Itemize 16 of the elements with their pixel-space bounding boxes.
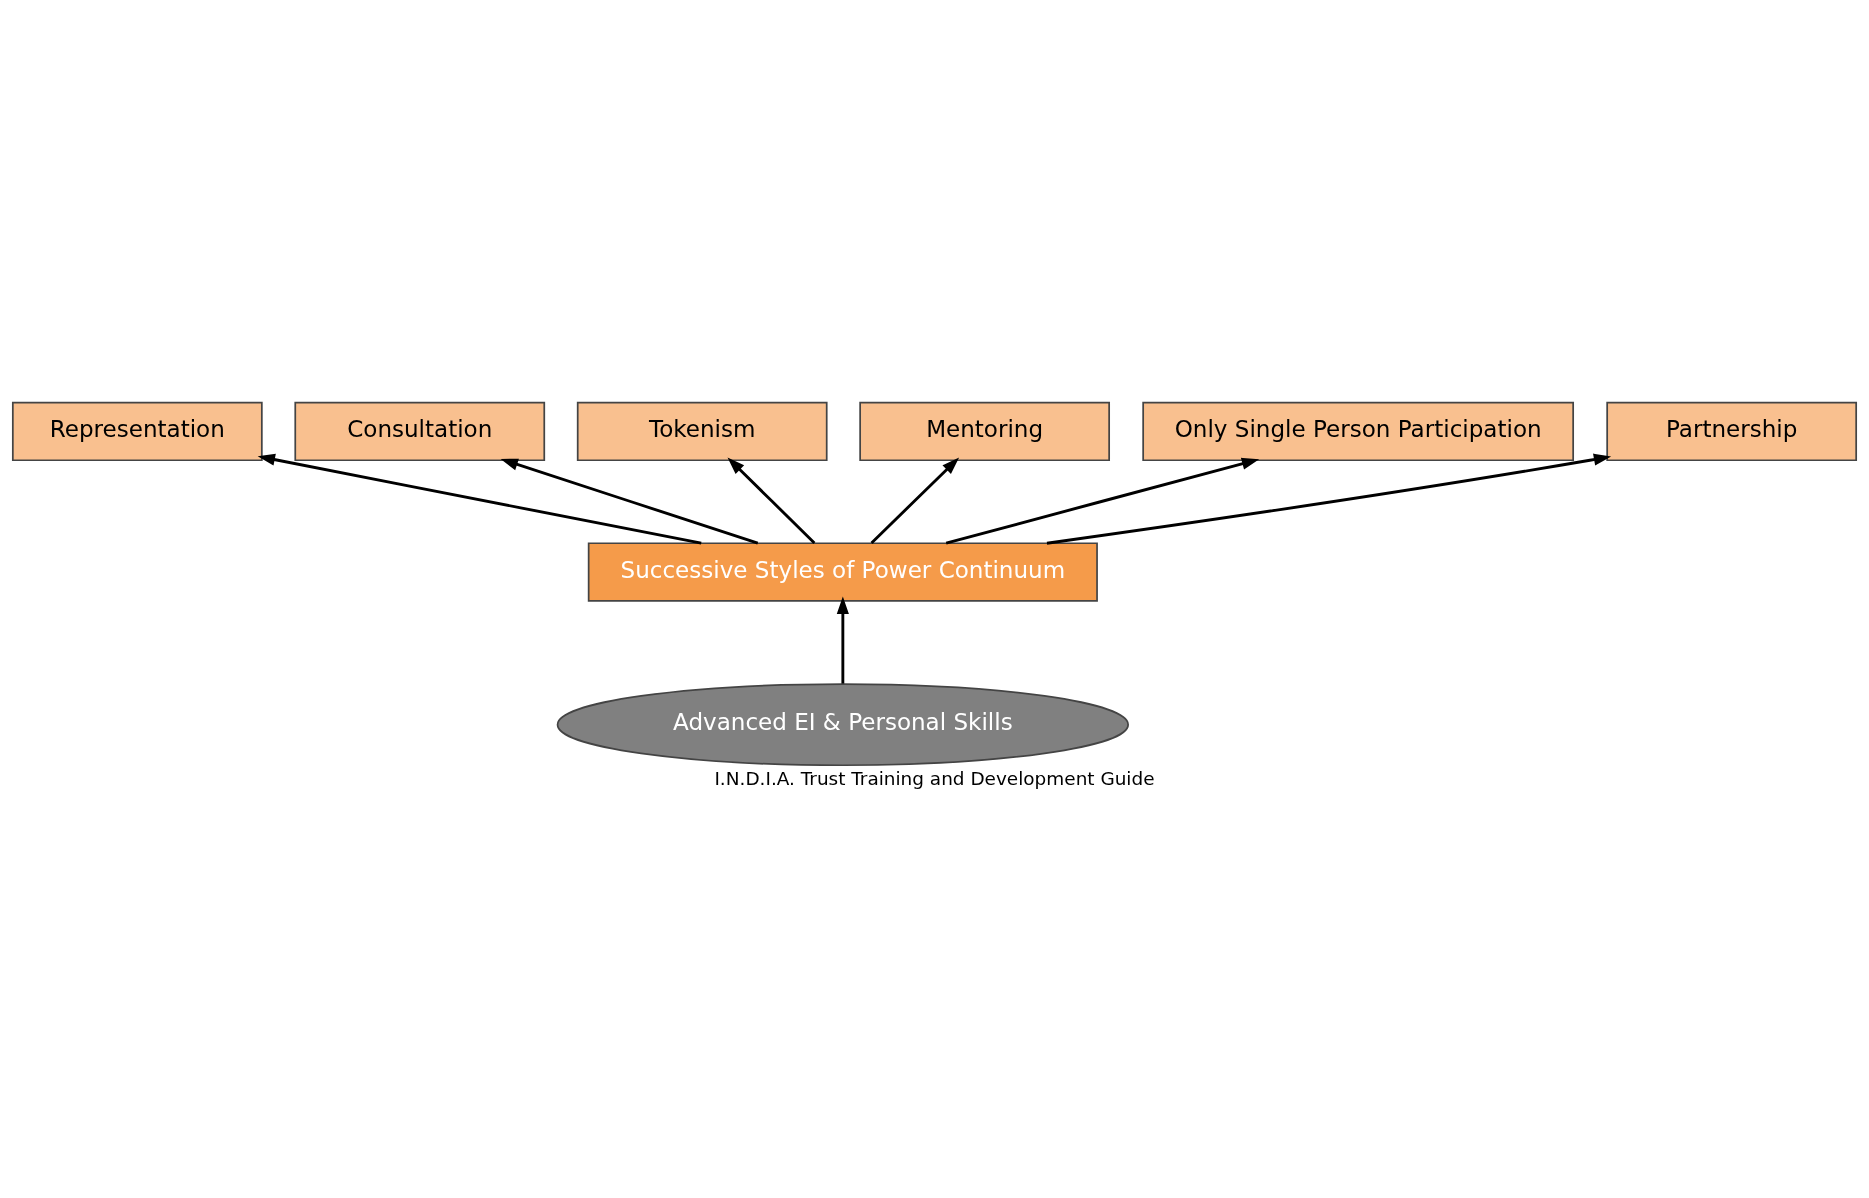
arrow — [257, 453, 702, 545]
node-box: Consultation — [294, 401, 546, 462]
node-box: Tokenism — [576, 401, 828, 462]
arrow — [500, 458, 759, 545]
node-box: Mentoring — [859, 401, 1110, 462]
node-box: Representation — [11, 401, 263, 462]
arrow — [1046, 453, 1612, 545]
arrow — [836, 596, 849, 684]
node-box: Partnership — [1606, 401, 1858, 462]
arrow — [727, 457, 816, 544]
caption: I.N.D.I.A. Trust Training and Development Guide — [714, 767, 1155, 789]
arrow — [870, 457, 960, 544]
arrow — [945, 457, 1260, 545]
node-box: Successive Styles of Power Continuum — [587, 542, 1098, 602]
node-box: Only Single Person Participation — [1142, 401, 1575, 462]
node-ellipse: Advanced EI & Personal Skills — [556, 683, 1129, 767]
